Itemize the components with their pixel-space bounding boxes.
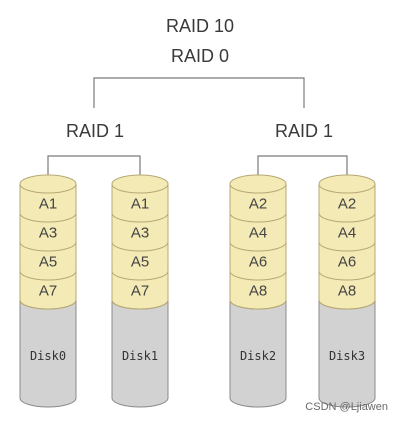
block-separator <box>318 299 376 310</box>
block-separator <box>229 270 287 281</box>
block-label: A6 <box>249 254 267 271</box>
disk-array: A1A3A5A7Disk0A1A3A5A7Disk1A2A4A6A8Disk2A… <box>19 174 376 408</box>
connector-lines <box>47 77 348 180</box>
block-label: A2 <box>338 196 356 213</box>
block-label: A4 <box>338 225 356 242</box>
block-separator <box>318 270 376 281</box>
block-separator <box>111 212 169 223</box>
raid1-label-left: RAID 1 <box>66 121 124 141</box>
disk-body <box>111 299 169 408</box>
block-label: A8 <box>249 283 267 300</box>
watermark: CSDN @Ljiawen <box>305 401 388 413</box>
block-label: A6 <box>338 254 356 271</box>
block-separator <box>19 212 77 223</box>
disk-name: Disk1 <box>122 349 158 363</box>
block-separator <box>19 270 77 281</box>
block-label: A3 <box>39 225 57 242</box>
block-separator <box>318 241 376 252</box>
disk-name: Disk2 <box>240 349 276 363</box>
block-label: A7 <box>131 283 149 300</box>
disk-body <box>19 299 77 408</box>
block-separator <box>111 241 169 252</box>
disk-top <box>318 174 376 194</box>
block-label: A5 <box>39 254 57 271</box>
block-separator <box>111 299 169 310</box>
raid0-label: RAID 0 <box>171 46 229 66</box>
raid1-bracket-left <box>47 155 141 180</box>
disk-name: Disk0 <box>30 349 66 363</box>
block-separator <box>111 270 169 281</box>
block-label: A2 <box>249 196 267 213</box>
raid1-bracket-right <box>257 155 348 180</box>
block-label: A5 <box>131 254 149 271</box>
block-label: A3 <box>131 225 149 242</box>
disk-name: Disk3 <box>329 349 365 363</box>
block-separator <box>229 212 287 223</box>
disk-body <box>229 299 287 408</box>
block-separator <box>229 299 287 310</box>
disk-body <box>318 299 376 408</box>
raid1-label-right: RAID 1 <box>275 121 333 141</box>
disk-top <box>229 174 287 194</box>
block-label: A1 <box>131 196 149 213</box>
block-separator <box>19 241 77 252</box>
block-label: A8 <box>338 283 356 300</box>
disk-top <box>19 174 77 194</box>
raid10-label: RAID 10 <box>166 16 234 36</box>
block-label: A1 <box>39 196 57 213</box>
block-label: A4 <box>249 225 267 242</box>
block-label: A7 <box>39 283 57 300</box>
raid0-bracket <box>93 77 305 108</box>
disk-top <box>111 174 169 194</box>
block-separator <box>229 241 287 252</box>
block-separator <box>318 212 376 223</box>
block-separator <box>19 299 77 310</box>
